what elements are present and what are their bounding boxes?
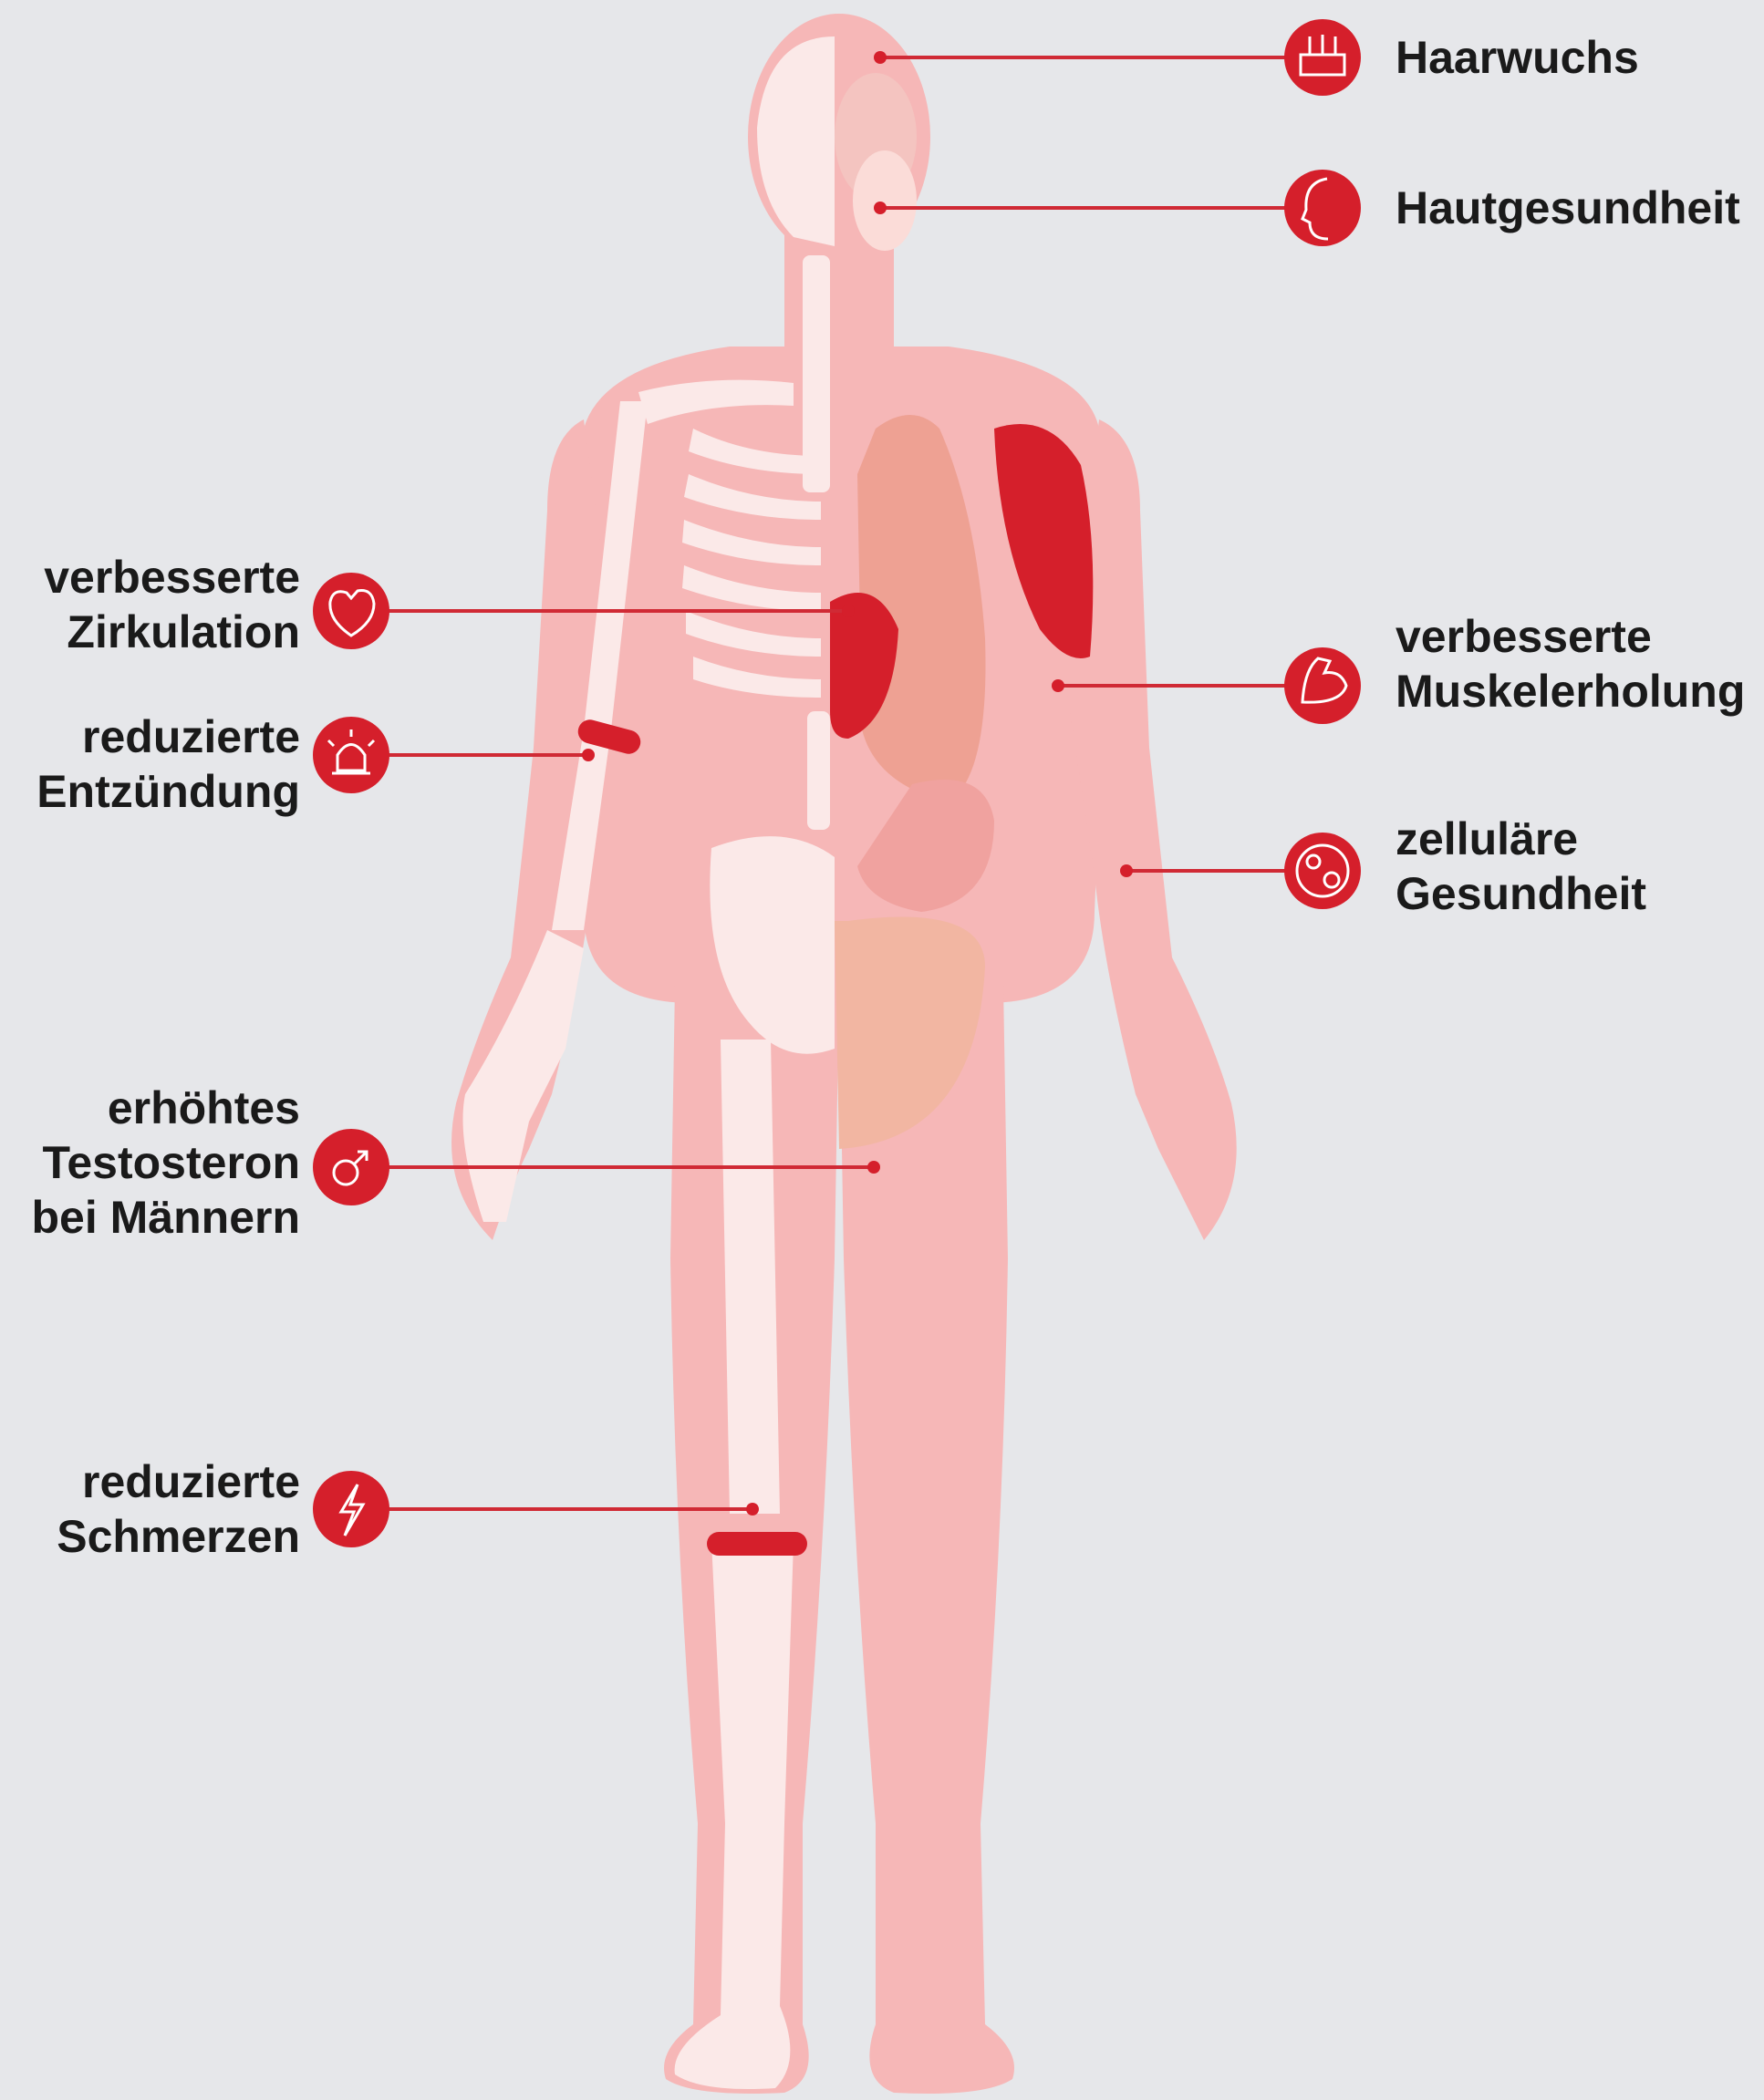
label-line: Hautgesundheit <box>1396 181 1740 235</box>
label-line: Entzündung <box>36 764 300 819</box>
label-line: Muskelerholung <box>1396 664 1745 719</box>
male-symbol-icon <box>313 1129 389 1205</box>
label-line: Testosteron <box>32 1135 300 1190</box>
label-line: Zirkulation <box>44 605 300 659</box>
hair-follicle-icon <box>1284 19 1361 96</box>
face-profile-icon <box>1284 170 1361 246</box>
label-line: Schmerzen <box>57 1509 300 1564</box>
label-line: Haarwuchs <box>1396 30 1639 85</box>
label-testosteron: erhöhtes Testosteron bei Männern <box>32 1081 300 1245</box>
label-line: Gesundheit <box>1396 866 1646 921</box>
label-zellulaere-gesundheit: zelluläre Gesundheit <box>1396 812 1646 921</box>
label-line: bei Männern <box>32 1190 300 1245</box>
cells-icon <box>1284 833 1361 909</box>
heart-icon <box>313 573 389 649</box>
label-zirkulation: verbesserte Zirkulation <box>44 550 300 659</box>
label-haarwuchs: Haarwuchs <box>1396 30 1639 85</box>
label-line: reduzierte <box>36 709 300 764</box>
label-line: verbesserte <box>1396 609 1745 664</box>
label-muskelerholung: verbesserte Muskelerholung <box>1396 609 1745 719</box>
label-line: verbesserte <box>44 550 300 605</box>
label-line: erhöhtes <box>32 1081 300 1135</box>
label-schmerzen: reduzierte Schmerzen <box>57 1454 300 1564</box>
label-line: zelluläre <box>1396 812 1646 866</box>
label-line: reduzierte <box>57 1454 300 1509</box>
lightning-bolt-icon <box>313 1471 389 1547</box>
flexed-arm-icon <box>1284 647 1361 724</box>
label-entzuendung: reduzierte Entzündung <box>36 709 300 819</box>
alarm-light-icon <box>313 717 389 793</box>
label-hautgesundheit: Hautgesundheit <box>1396 181 1740 235</box>
